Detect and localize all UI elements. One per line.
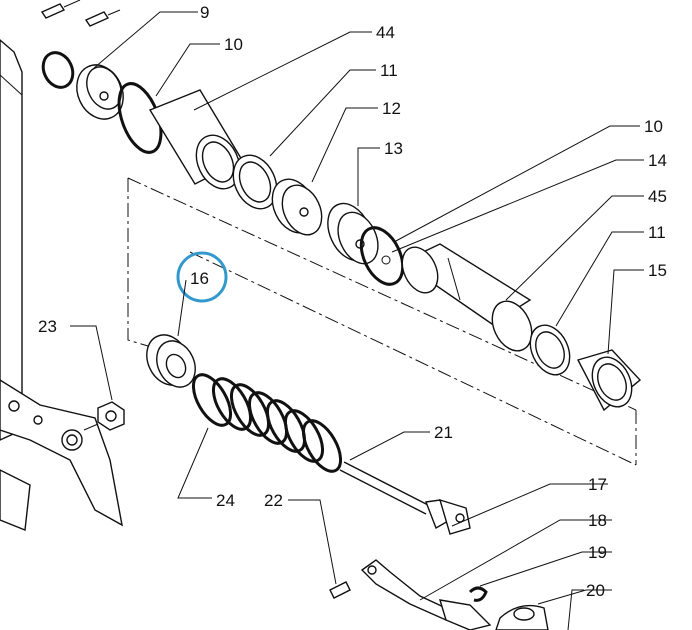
callout-17: 17 — [588, 475, 607, 494]
part-44-sleeve — [148, 89, 243, 190]
part-12-piston — [271, 178, 323, 236]
callout-11: 11 — [380, 61, 398, 80]
callout-12: 12 — [382, 99, 401, 118]
part-15-bushing — [576, 349, 642, 412]
callout-23: 23 — [38, 317, 57, 336]
part-14-small-ring — [381, 255, 391, 265]
part-45-sleeve — [400, 243, 533, 352]
part-9-washer — [76, 64, 124, 120]
part-22-pin — [329, 581, 351, 599]
callout-11-second: 11 — [648, 223, 666, 242]
frame-bracket — [0, 39, 123, 531]
callout-45: 45 — [648, 187, 667, 206]
callout-22: 22 — [264, 491, 283, 510]
callout-labels: 9 10 44 11 12 13 10 14 45 11 15 16 23 21… — [38, 3, 667, 600]
part-19-knob — [495, 604, 549, 630]
callout-24: 24 — [216, 491, 235, 510]
callout-10-second: 10 — [644, 117, 663, 136]
o-ring-small — [41, 51, 75, 89]
callout-14: 14 — [648, 151, 667, 170]
part-17-lever — [360, 559, 492, 630]
callout-9: 9 — [200, 3, 209, 22]
part-11-ring-second — [529, 324, 571, 376]
part-18-clip — [468, 586, 488, 602]
callout-10: 10 — [224, 35, 243, 54]
part-24-spring — [191, 373, 343, 473]
callout-20: 20 — [586, 581, 605, 600]
assembly-boundary — [127, 177, 637, 466]
part-11-ring — [232, 154, 278, 210]
part-10-o-ring-second — [359, 226, 405, 286]
part-23-nut — [83, 401, 125, 431]
callout-15: 15 — [648, 261, 667, 280]
callout-16: 16 — [190, 269, 209, 288]
part-21-rod — [339, 461, 471, 535]
callout-21: 21 — [434, 423, 453, 442]
part-16-spacer — [146, 334, 196, 388]
highlight-circle — [176, 251, 228, 303]
callout-13: 13 — [384, 139, 403, 158]
callout-44: 44 — [376, 23, 395, 42]
part-13-piston — [327, 202, 379, 265]
leader-lines — [70, 11, 644, 630]
bolts — [40, 0, 121, 27]
callout-18: 18 — [588, 511, 607, 530]
callout-19: 19 — [588, 543, 607, 562]
